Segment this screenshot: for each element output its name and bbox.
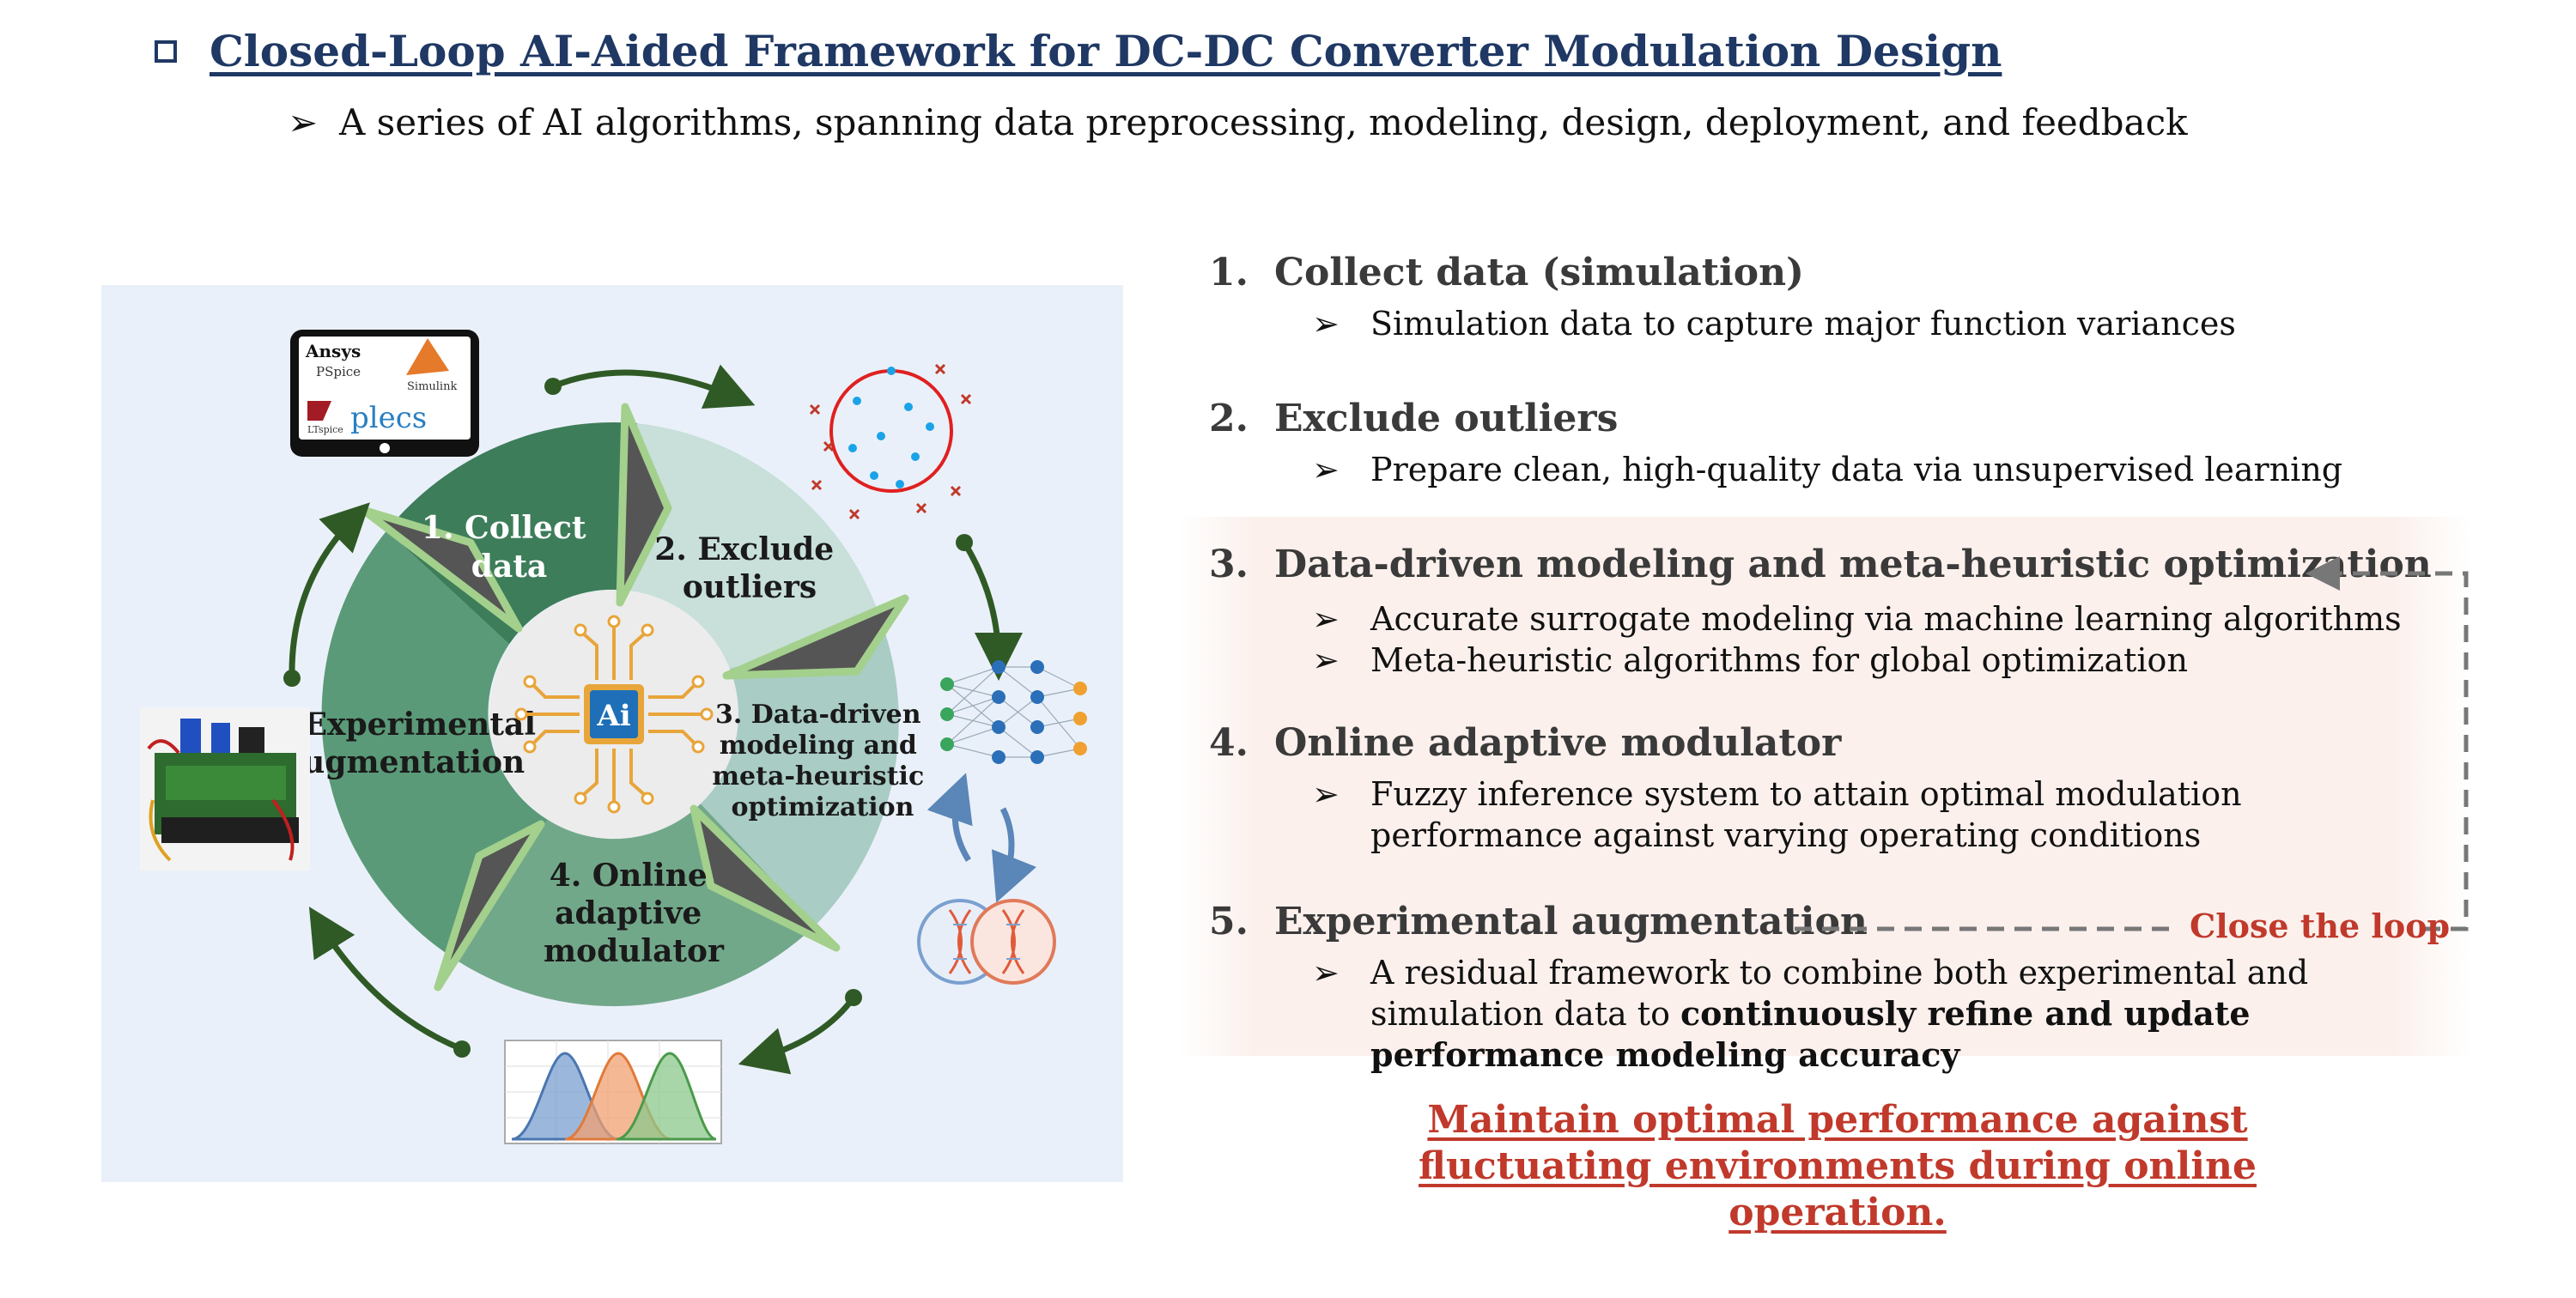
arrow-bullet-icon: ➢ [1312,954,1340,992]
ltspice-logo: LTspice [307,424,343,435]
arrow-bullet-icon: ➢ [1312,775,1340,813]
segment-data-driven-modeling [700,631,899,925]
step-1: 1. Collect data (simulation) ➢ Simulation … [1209,251,2236,344]
step-number: 5. [1209,900,1249,943]
header: Closed-Loop AI-Aided Framework for DC-DC… [155,26,2002,76]
chevron-4 [434,820,545,992]
step-number: 2. [1209,397,1249,440]
checkbox-bullet-icon [155,39,177,63]
step-bullet-bold: continuously refine and update performan… [1370,994,2251,1074]
genetic-algorithm-icon [917,899,1056,985]
arrow-bullet-icon: ➢ [1312,451,1340,488]
step-5: 5. Experimental augmentation ➢ A residual … [1209,900,2480,1076]
step-bullet-normal: A residual framework to combine both exp… [1370,954,2309,1033]
subtitle-row: ➢ A series of AI algorithms, spanning da… [288,101,2188,143]
chevron-3 [690,804,841,952]
simulation-tools-tablet: Ansys PSpice Simulink LTspice plecs [290,330,479,457]
step-title: Data-driven modeling and meta-heuristic … [1274,543,2432,586]
segment-1-label: 1. Collect data [422,510,597,585]
chevron-1 [616,403,672,607]
simulink-logo-icon [406,338,449,375]
step-2: 2. Exclude outliers ➢ Prepare clean, high-… [1209,397,2342,490]
cycle-arrows [283,364,1023,1075]
close-loop-label: Close the loop [2190,907,2451,945]
step-number: 3. [1209,543,1249,586]
arrow-bullet-icon: ➢ [1312,641,1340,679]
ltspice-logo-icon [307,401,331,421]
step-title: Collect data (simulation) [1274,251,1804,294]
step-title: Online adaptive modulator [1274,721,1842,765]
page-subtitle: A series of AI algorithms, spanning data… [339,101,2188,143]
step-bullet: Prepare clean, high-quality data via uns… [1370,451,2343,488]
chevron-2 [722,594,909,680]
loop-highlight-region [1178,517,2470,1056]
ai-chip-label: Ai [596,699,630,733]
step-3: 3. Data-driven modeling and meta-heuristi… [1209,543,2432,681]
segment-exclude-outliers [620,423,885,669]
pspice-logo: PSpice [316,364,361,379]
ai-chip-icon: Ai [514,615,714,814]
segment-2-label: 2. Exclude outliers [654,531,844,605]
neural-network-icon [940,660,1087,764]
cycle-chevrons [359,403,909,992]
segment-collect-data [386,422,637,645]
step-bullet: Fuzzy inference system to attain optimal… [1370,775,2242,854]
step-number: 1. [1209,251,1249,294]
step-bullet: Accurate surrogate modeling via machine … [1370,600,2402,638]
segment-4-label: 4. Online adaptive modulator [544,858,725,969]
simulink-logo: Simulink [407,380,457,393]
fuzzy-membership-icon [504,1040,722,1144]
step-number: 4. [1209,721,1249,765]
conclusion-statement: Maintain optimal performance against flu… [1419,1098,2257,1234]
arrow-bullet-icon: ➢ [1312,600,1340,638]
exchange-arrows-icon [927,773,1036,903]
step-title: Experimental augmentation [1274,900,1868,943]
plecs-logo: plecs [350,401,427,435]
arrow-bullet-icon: ➢ [1312,305,1340,343]
step-4: 4. Online adaptive modulator ➢ Fuzzy infer… [1209,721,2428,856]
step-bullet: A residual framework to combine both exp… [1370,952,2480,1076]
hardware-setup-photo [140,707,310,870]
step-title: Exclude outliers [1274,397,1619,440]
chevron-5 [359,506,523,633]
cycle-donut [321,422,899,1007]
arrow-bullet-icon: ➢ [288,101,319,143]
page-title: Closed-Loop AI-Aided Framework for DC-DC… [210,26,2002,76]
step-bullet: Simulation data to capture major functio… [1370,305,2236,343]
ansys-logo: Ansys [305,341,361,361]
framework-diagram: 1. Collect data 2. Exclude outliers 3. D… [140,330,1087,1144]
segment-3-label: 3. Data-driven modeling and meta-heurist… [712,700,933,822]
step-bullet: Meta-heuristic algorithms for global opt… [1370,641,2188,679]
outlier-scatter-icon [809,363,972,520]
